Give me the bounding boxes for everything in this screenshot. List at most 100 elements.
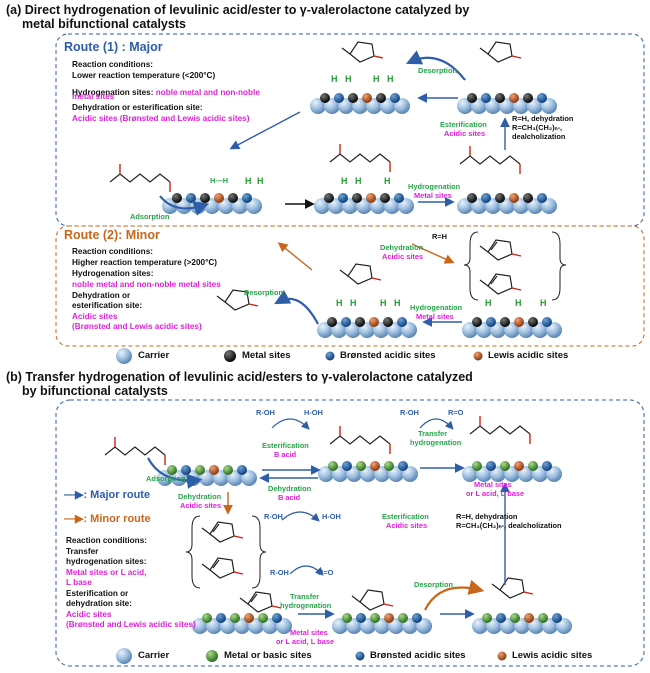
legend-b-icons — [116, 648, 507, 664]
b-conditions-label: Reaction conditions: — [66, 536, 147, 545]
route1-h-sites: Hydrogenation sites: noble metal and non… — [72, 82, 260, 100]
panel-b-title-line2: by bifunctional catalysts — [22, 384, 168, 398]
svg-text:H: H — [515, 298, 522, 308]
label-b-hoh-1: H-OH — [304, 408, 323, 417]
arrow-route2-up — [277, 242, 313, 271]
legend-a-metal: Metal sites — [242, 350, 291, 361]
b-th-label-2: hydrogenation sites: — [66, 557, 147, 566]
legend-a-carrier: Carrier — [138, 350, 170, 361]
surface-b-2 — [318, 461, 418, 482]
svg-text:H: H — [341, 176, 348, 186]
route2-d-sites-label1: Dehydration or — [72, 291, 131, 300]
svg-text:H: H — [373, 74, 380, 84]
arrow-b-desorption — [424, 579, 485, 611]
angelica-top — [479, 239, 522, 261]
label-acidic-sites-a: Acidic sites — [444, 129, 486, 138]
gvl-route2-mid — [339, 263, 382, 285]
label-b-bacid-1: B acid — [274, 450, 297, 459]
label-b-or-l-acid-1: or L acid, L base — [466, 489, 525, 498]
arrow-desorption-a — [406, 50, 466, 81]
label-b-hydrogenation-1: hydrogenation — [410, 438, 462, 447]
surface-a-top-mid — [310, 93, 410, 114]
legend-b-lewis: Lewis acidic sites — [512, 650, 593, 661]
label-b-hydrogenation-2: hydrogenation — [280, 601, 332, 610]
gvl-top-mid — [341, 41, 384, 63]
label-rh-dehydration-a: R=H, dehydration — [512, 114, 574, 123]
label-rch3-a: R=CH₃(CH₂)ₙ-, — [512, 123, 563, 132]
levulinic-b-1 — [104, 436, 166, 466]
svg-text:H: H — [355, 176, 362, 186]
route2-conditions-label: Reaction conditions: — [72, 247, 153, 256]
label-desorption-route2: Desorption — [244, 288, 284, 297]
surface-b-3 — [462, 461, 562, 482]
angelica-b-2 — [201, 557, 244, 579]
legend-b-metal: Metal or basic sites — [224, 650, 312, 661]
svg-text:H: H — [540, 298, 547, 308]
label-b-transfer-1: Transfer — [418, 429, 448, 438]
route1-conditions-label: Reaction conditions: — [72, 60, 153, 69]
arrow-b-roh-cycle-2 — [419, 418, 454, 430]
svg-text:H: H — [331, 74, 338, 84]
gvl-top-right — [479, 41, 522, 63]
svg-text:H: H — [245, 176, 252, 186]
gvl-b-1 — [351, 589, 394, 611]
label-b-hoh-2: H-OH — [322, 512, 341, 521]
b-ed-value-2: (Brønsted and Lewis acidic sites) — [66, 620, 196, 629]
b-th-value-1: Metal sites or L acid, — [66, 568, 147, 577]
svg-text:H: H — [257, 176, 264, 186]
arrow-adsorption-a — [159, 195, 210, 216]
route1-h-sites-label: Hydrogenation sites: — [72, 88, 156, 97]
surface-a-low-mid — [317, 317, 417, 338]
label-b-transfer-2: Transfer — [290, 592, 320, 601]
arrow-b-roh-cycle-3 — [281, 511, 320, 522]
label-b-metal-sites-2: Metal sites — [290, 628, 328, 637]
surface-a-low-right — [462, 317, 562, 338]
panel-b-box — [55, 399, 645, 667]
route1-d-sites-value: Acidic sites (Brønsted and Lewis acidic … — [72, 114, 250, 123]
label-dehydration-route2: Dehydration — [380, 243, 424, 252]
route2-d-sites-label2: esterification site: — [72, 301, 143, 310]
svg-text:H: H — [384, 176, 391, 186]
label-r-eq-h: R=H — [432, 232, 447, 241]
label-b-dehydration-1: Dehydration — [268, 484, 312, 493]
route2-d-sites-value2: (Brønsted and Lewis acidic sites) — [72, 322, 202, 331]
label-b-desorption: Desorption — [414, 580, 454, 589]
legend-a-icons — [116, 348, 483, 364]
route2-h-sites-label: Hydrogenation sites: — [72, 269, 154, 278]
label-esterification-a: Esterification — [440, 120, 487, 129]
label-b-metal-sites-1: Metal sites — [474, 480, 512, 489]
b-ed-value-1: Acidic sites — [66, 610, 112, 619]
surface-a-mid-center — [314, 193, 414, 214]
label-h2-a: H—H — [210, 176, 229, 185]
label-b-bacid-2: B acid — [278, 493, 301, 502]
surface-b-4 — [192, 613, 292, 634]
surface-b-6 — [472, 613, 572, 634]
label-metal-sites-a: Metal sites — [414, 191, 452, 200]
levulinic-b-2 — [329, 425, 391, 455]
panel-a-title-line1: (a) Direct hydrogenation of levulinic ac… — [6, 3, 470, 17]
label-b-rh-dehydration: R=H, dehydration — [456, 512, 518, 521]
label-metal-sites-route2: Metal sites — [416, 312, 454, 321]
route1-h-sites-value1: noble metal and non-noble — [155, 88, 260, 97]
arrow-diag-down — [229, 111, 301, 150]
svg-text:H: H — [387, 74, 394, 84]
svg-text:H: H — [394, 298, 401, 308]
levulinic-mid-right — [459, 145, 521, 175]
legend-a-bronsted: Brønsted acidic sites — [340, 350, 436, 361]
b-th-value-2: L base — [66, 578, 92, 587]
b-ed-label-2: dehydration site: — [66, 599, 132, 608]
levulinic-b-3 — [469, 415, 531, 445]
levulinic-mid-center — [329, 143, 391, 173]
svg-text:H: H — [380, 298, 387, 308]
label-acidic-sites-route2: Acidic sites — [382, 252, 424, 261]
svg-text:H: H — [336, 298, 343, 308]
label-b-esterification-2: Esterification — [382, 512, 429, 521]
svg-text:H: H — [485, 298, 492, 308]
b-ed-label-1: Esterification or — [66, 589, 129, 598]
svg-text:H: H — [350, 298, 357, 308]
route1-temperature: Lower reaction temperature (<200°C) — [72, 71, 216, 80]
label-b-roh-1: R-OH — [256, 408, 275, 417]
label-b-reqo-2: R=O — [318, 568, 334, 577]
